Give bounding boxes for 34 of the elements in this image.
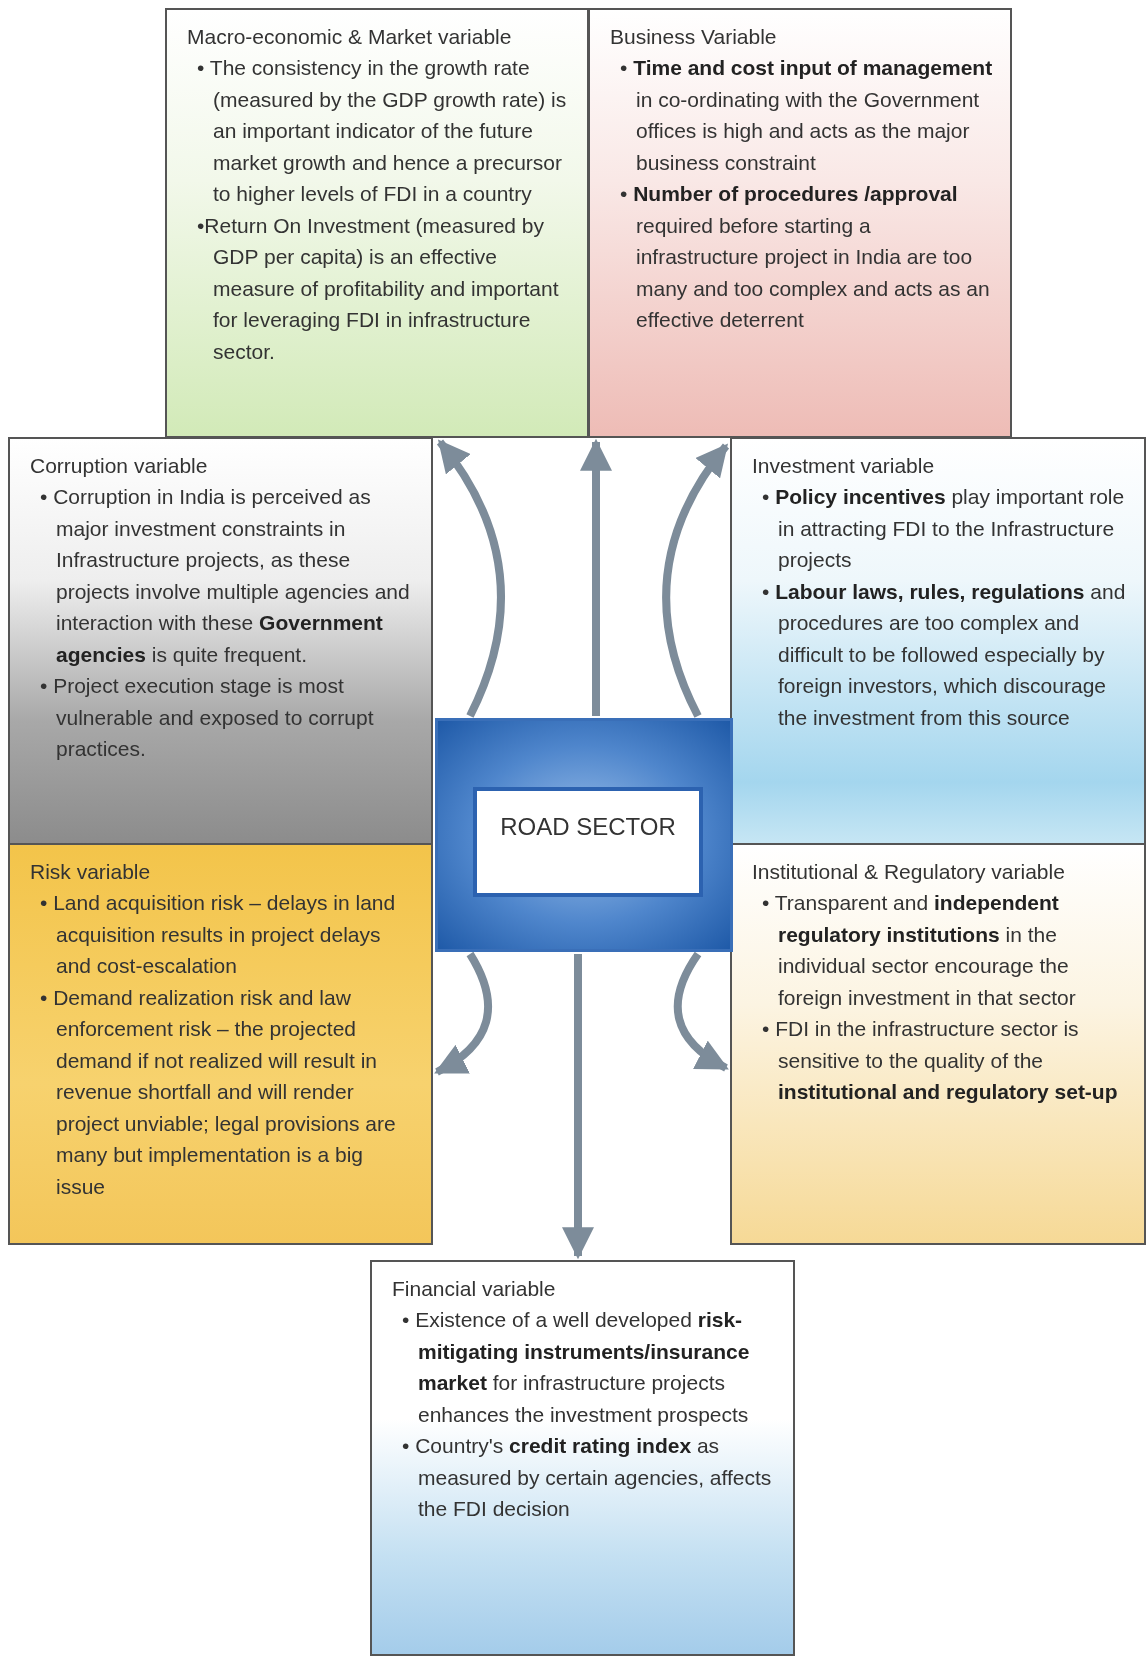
- bullet-text: • Transparent and independent regulatory institutions in the individual sector encourage the foreign investment in that sector: [762, 890, 1077, 1011]
- bullet-text: • Demand realization risk and law enforcement risk – the projected demand if not realized will result in revenue shortfall and will render project unviable; legal provisions are many but implementation is a big issue: [40, 984, 397, 1200]
- variable-panel: [730, 437, 1146, 845]
- arrow: [580, 438, 612, 716]
- variable-panel: [165, 8, 589, 438]
- bullet-text: • FDI in the infrastructure sector is sensitive to the quality of the institutional and regulatory set-up: [762, 1016, 1119, 1105]
- variable-panel: [8, 843, 433, 1245]
- panel-heading: Institutional & Regulatory variable: [752, 859, 1066, 885]
- panel-heading: Risk variable: [30, 859, 152, 885]
- bullet-text: •Return On Investment (measured by GDP per capita) is an effective measure of profitability and important for leveraging FDI in infrastructure sector.: [197, 212, 560, 365]
- panel-heading: Corruption variable: [30, 453, 209, 479]
- arrow: [662, 443, 730, 718]
- variable-panel: [588, 8, 1012, 438]
- panel-heading: Financial variable: [392, 1276, 557, 1302]
- panel-heading: Investment variable: [752, 453, 936, 479]
- bullet-text: • Land acquisition risk – delays in land acquisition results in project delays and cost-escalation: [40, 890, 397, 979]
- sector-label: ROAD SECTOR: [473, 787, 703, 897]
- bullet-text: • Corruption in India is perceived as major investment constraints in Infrastructure projects, as these projects involve multiple agencies and interaction with these Government agencies is quite frequent.: [40, 484, 411, 668]
- sector-frame: [435, 718, 733, 952]
- variable-panel: [8, 437, 433, 845]
- panel-heading: Business Variable: [610, 24, 778, 50]
- arrow: [434, 952, 492, 1076]
- arrow: [673, 951, 729, 1072]
- panel-heading: Macro-economic & Market variable: [187, 24, 513, 50]
- variable-panel: [370, 1260, 795, 1656]
- bullet-text: • Number of procedures /approval required before starting a infrastructure project in India are too many and too complex and acts as an effective deterrent: [620, 181, 991, 333]
- bullet-text: • The consistency in the growth rate (measured by the GDP growth rate) is an important indicator of the future market growth and hence a precursor to higher levels of FDI in a country: [197, 55, 568, 207]
- bullet-text: • Project execution stage is most vulnerable and exposed to corrupt practices.: [40, 673, 375, 762]
- bullet-text: • Labour laws, rules, regulations and procedures are too complex and difficult to be followed especially by foreign investors, which discourage the investment from this source: [762, 578, 1127, 731]
- bullet-text: • Country's credit rating index as measured by certain agencies, affects the FDI decision: [402, 1433, 773, 1522]
- arrow: [562, 954, 594, 1260]
- arrow: [436, 439, 505, 718]
- bullet-text: • Time and cost input of management in co-ordinating with the Government offices is high and acts as the major business constraint: [620, 55, 994, 176]
- variable-panel: [730, 843, 1146, 1245]
